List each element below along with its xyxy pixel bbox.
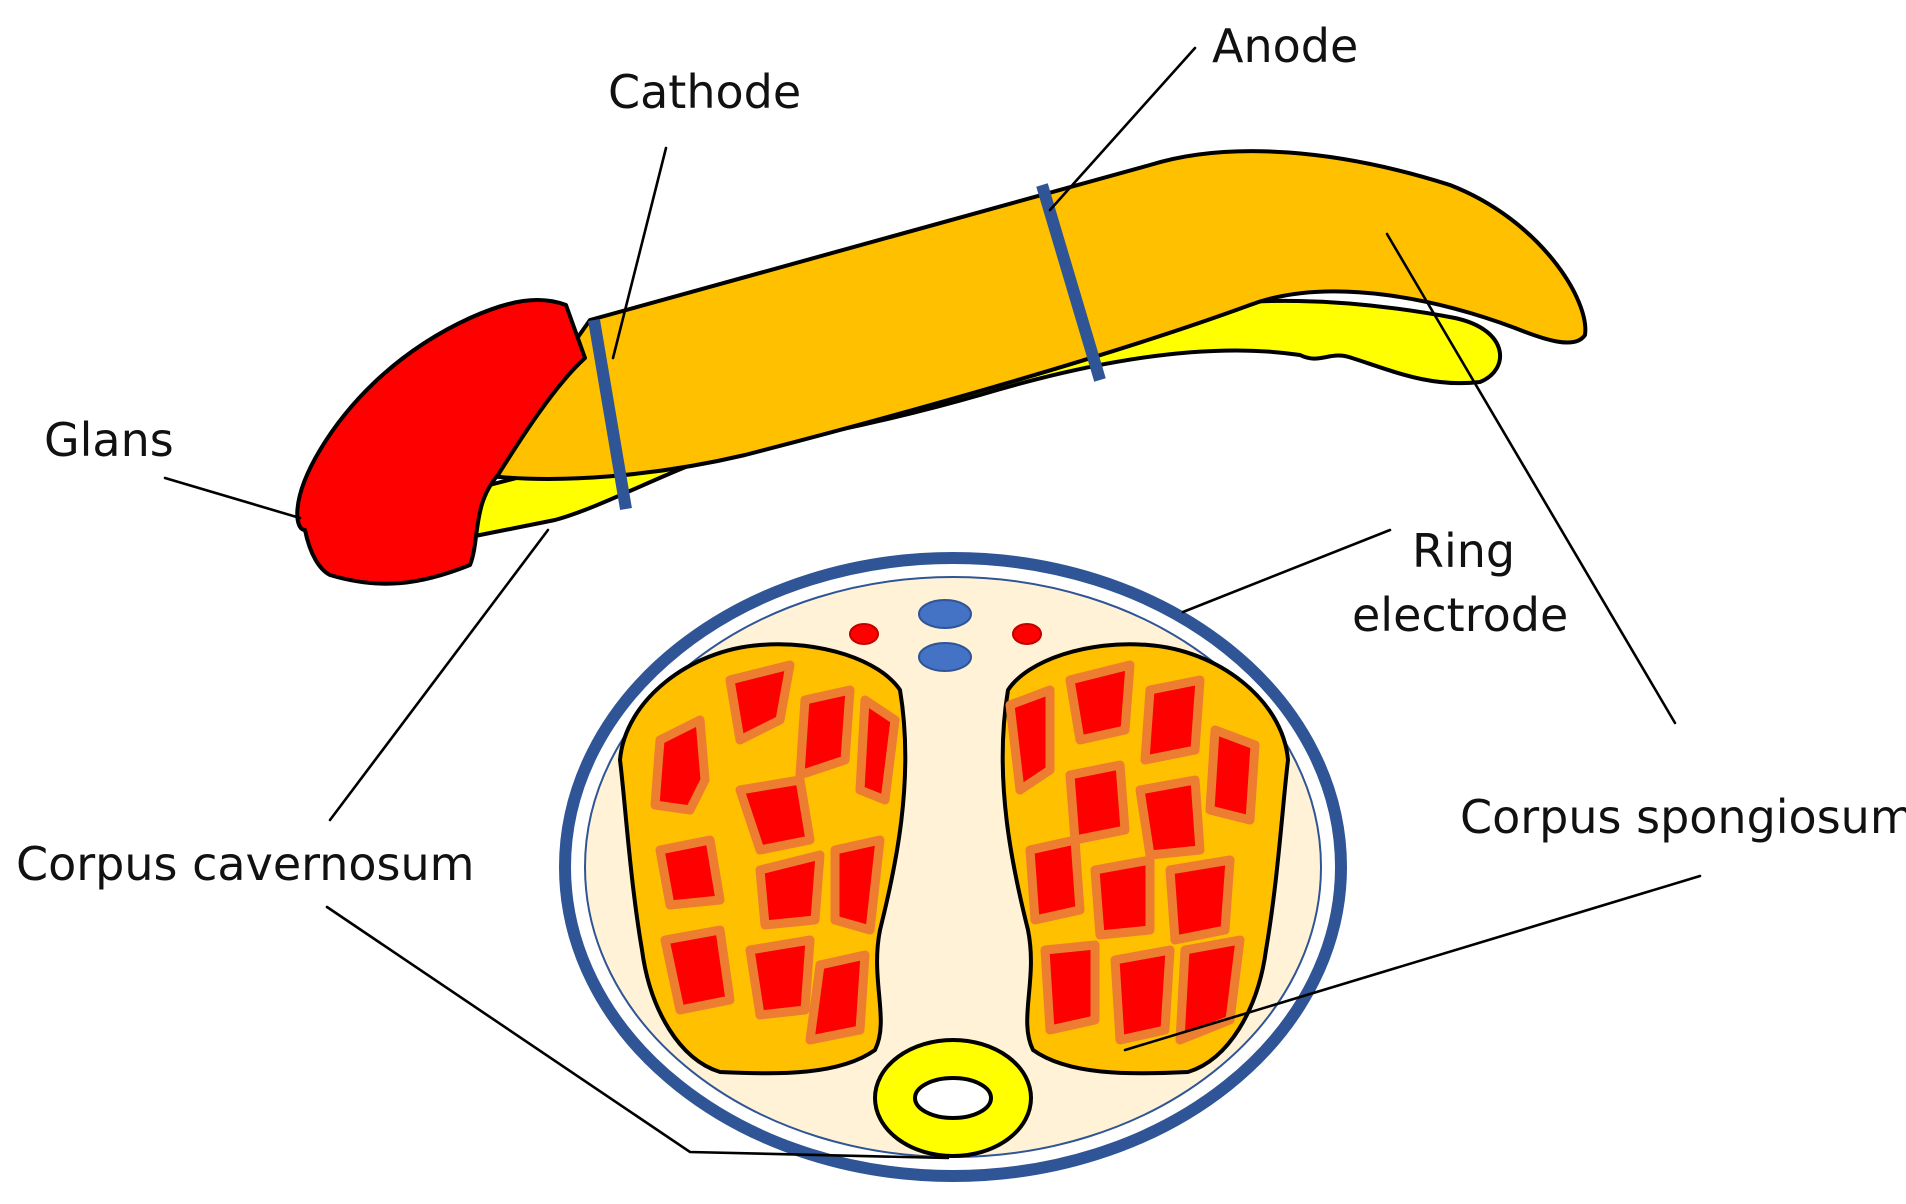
anode-band xyxy=(1036,183,1106,382)
glans-shape xyxy=(295,297,587,586)
anode-leader xyxy=(1048,46,1197,212)
sinusoid xyxy=(1140,675,1205,765)
right-sinusoids xyxy=(1005,660,1260,1045)
sinusoid xyxy=(745,935,815,1020)
leader-lines xyxy=(163,46,1702,1160)
glans-label: Glans xyxy=(44,413,174,467)
sinusoid xyxy=(650,715,710,815)
ring-electrode-leader xyxy=(1181,528,1392,614)
cavernosum-lower-leader xyxy=(325,905,950,1160)
sinusoid xyxy=(725,660,795,745)
sinusoid xyxy=(795,685,855,780)
spongiosum-lower-leader xyxy=(1123,874,1702,1052)
dorsal-vein-upper xyxy=(918,599,972,629)
sinusoid xyxy=(1065,760,1130,845)
sinusoid xyxy=(1090,855,1155,940)
sinusoid xyxy=(1040,940,1100,1035)
sinusoid xyxy=(1135,775,1205,860)
sinusoid xyxy=(755,850,825,930)
cathode-leader xyxy=(611,146,668,360)
spongiosum-upper-leader xyxy=(1385,232,1677,725)
labels: Anode Cathode Glans Ring electrode Corpu… xyxy=(16,19,1906,891)
cross-section xyxy=(559,552,1347,1182)
sinusoid xyxy=(1110,945,1175,1045)
dorsal-artery-right xyxy=(1012,623,1042,645)
cathode-label: Cathode xyxy=(608,65,801,119)
sinusoid xyxy=(1165,855,1235,945)
sinusoid xyxy=(855,695,900,805)
cavernosum-upper-leader xyxy=(328,528,550,822)
sinusoid xyxy=(1005,685,1055,795)
sinusoid xyxy=(1065,660,1135,745)
sinusoid xyxy=(1205,725,1260,825)
dorsal-artery-left xyxy=(849,623,879,645)
corpus-spongiosum-label: Corpus spongiosum xyxy=(1460,790,1906,844)
sinusoid xyxy=(830,835,885,935)
sinusoid xyxy=(1175,935,1245,1045)
sinusoid xyxy=(1025,835,1085,925)
glans-leader xyxy=(163,476,302,520)
sinusoid xyxy=(660,925,735,1015)
left-sinusoids xyxy=(650,660,900,1045)
dorsal-vein-lower xyxy=(918,642,972,672)
ring-electrode-label-line2: electrode xyxy=(1352,588,1568,642)
sinusoid xyxy=(805,950,870,1045)
sinusoid xyxy=(655,835,725,910)
anode-label: Anode xyxy=(1212,19,1358,73)
sinusoid xyxy=(735,775,815,855)
ring-electrode-label-line1: Ring xyxy=(1412,524,1515,578)
corpus-cavernosum-label: Corpus cavernosum xyxy=(16,837,474,891)
cavernosum-shaft xyxy=(468,149,1588,492)
longitudinal-view xyxy=(295,149,1588,586)
cathode-band xyxy=(588,318,632,511)
urethra xyxy=(913,1076,993,1120)
